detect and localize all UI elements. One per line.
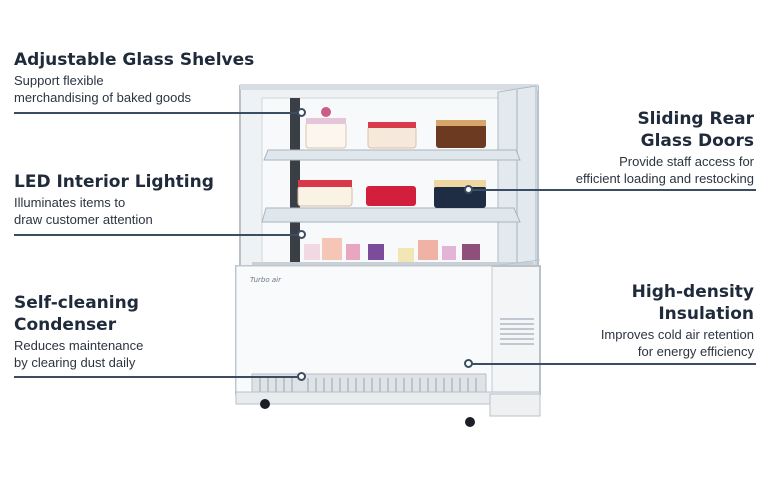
glass-shelf-middle — [261, 207, 521, 223]
feature-title-line: Sliding Rear — [637, 109, 754, 129]
feature-desc-line: efficient loading and restocking — [575, 171, 754, 186]
brand-logo: Turbo air — [250, 276, 282, 284]
feature-title-line: Condenser — [14, 315, 117, 335]
leader-line-condenser — [14, 376, 302, 378]
feature-desc-line: Support flexible — [14, 73, 104, 88]
caster-wheel — [465, 417, 475, 427]
cake-display-items — [297, 107, 486, 262]
callout-dot-shelves — [297, 108, 306, 117]
feature-title: LED Interior Lighting — [14, 172, 214, 192]
leader-line-insulation — [468, 363, 756, 365]
feature-desc-line: Provide staff access for — [619, 154, 754, 169]
leader-line-lighting — [14, 234, 302, 236]
feature-title-line: Insulation — [658, 304, 754, 324]
feature-title-line: High-density — [631, 282, 754, 302]
side-vent — [500, 318, 534, 345]
feature-shelves: Adjustable Glass Shelves Support flexibl… — [14, 49, 254, 106]
leader-line-doors — [468, 189, 756, 191]
callout-dot-doors — [464, 185, 473, 194]
feature-desc-line: by clearing dust daily — [14, 355, 136, 370]
glass-shelf-top — [263, 149, 521, 161]
feature-title-line: Self-cleaning — [14, 293, 139, 313]
caster-wheel — [260, 399, 270, 409]
leader-line-shelves — [14, 112, 302, 114]
feature-desc-line: for energy efficiency — [637, 344, 754, 359]
feature-title: Adjustable Glass Shelves — [14, 50, 255, 70]
feature-desc-line: Improves cold air retention — [600, 327, 754, 342]
feature-desc-line: merchandising of baked goods — [14, 90, 192, 105]
feature-desc-line: Illuminates items to — [14, 195, 126, 210]
feature-lighting: LED Interior Lighting Illuminates items … — [14, 171, 214, 228]
callout-dot-condenser — [297, 372, 306, 381]
feature-title-line: Glass Doors — [640, 131, 754, 151]
led-light-strip — [290, 98, 300, 266]
callout-dot-insulation — [464, 359, 473, 368]
callout-dot-lighting — [297, 230, 306, 239]
feature-desc-line: draw customer attention — [14, 212, 153, 227]
feature-desc-line: Reduces maintenance — [14, 338, 144, 353]
